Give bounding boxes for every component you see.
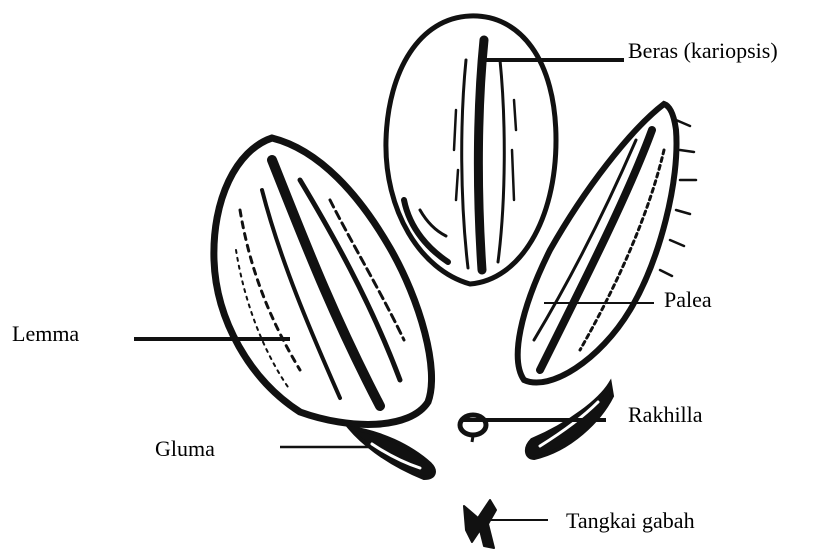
gluma-left-part (350, 428, 434, 478)
tangkai-gabah-part (464, 500, 496, 548)
palea-part (518, 104, 696, 383)
beras-kariopsis-part (386, 16, 556, 284)
label-gluma: Gluma (155, 438, 215, 460)
label-lemma: Lemma (12, 323, 79, 345)
label-rakhilla: Rakhilla (628, 404, 703, 426)
label-tangkai-gabah: Tangkai gabah (566, 510, 695, 532)
label-palea: Palea (664, 289, 712, 311)
label-beras-kariopsis: Beras (kariopsis) (628, 40, 778, 62)
lemma-part (214, 138, 432, 424)
